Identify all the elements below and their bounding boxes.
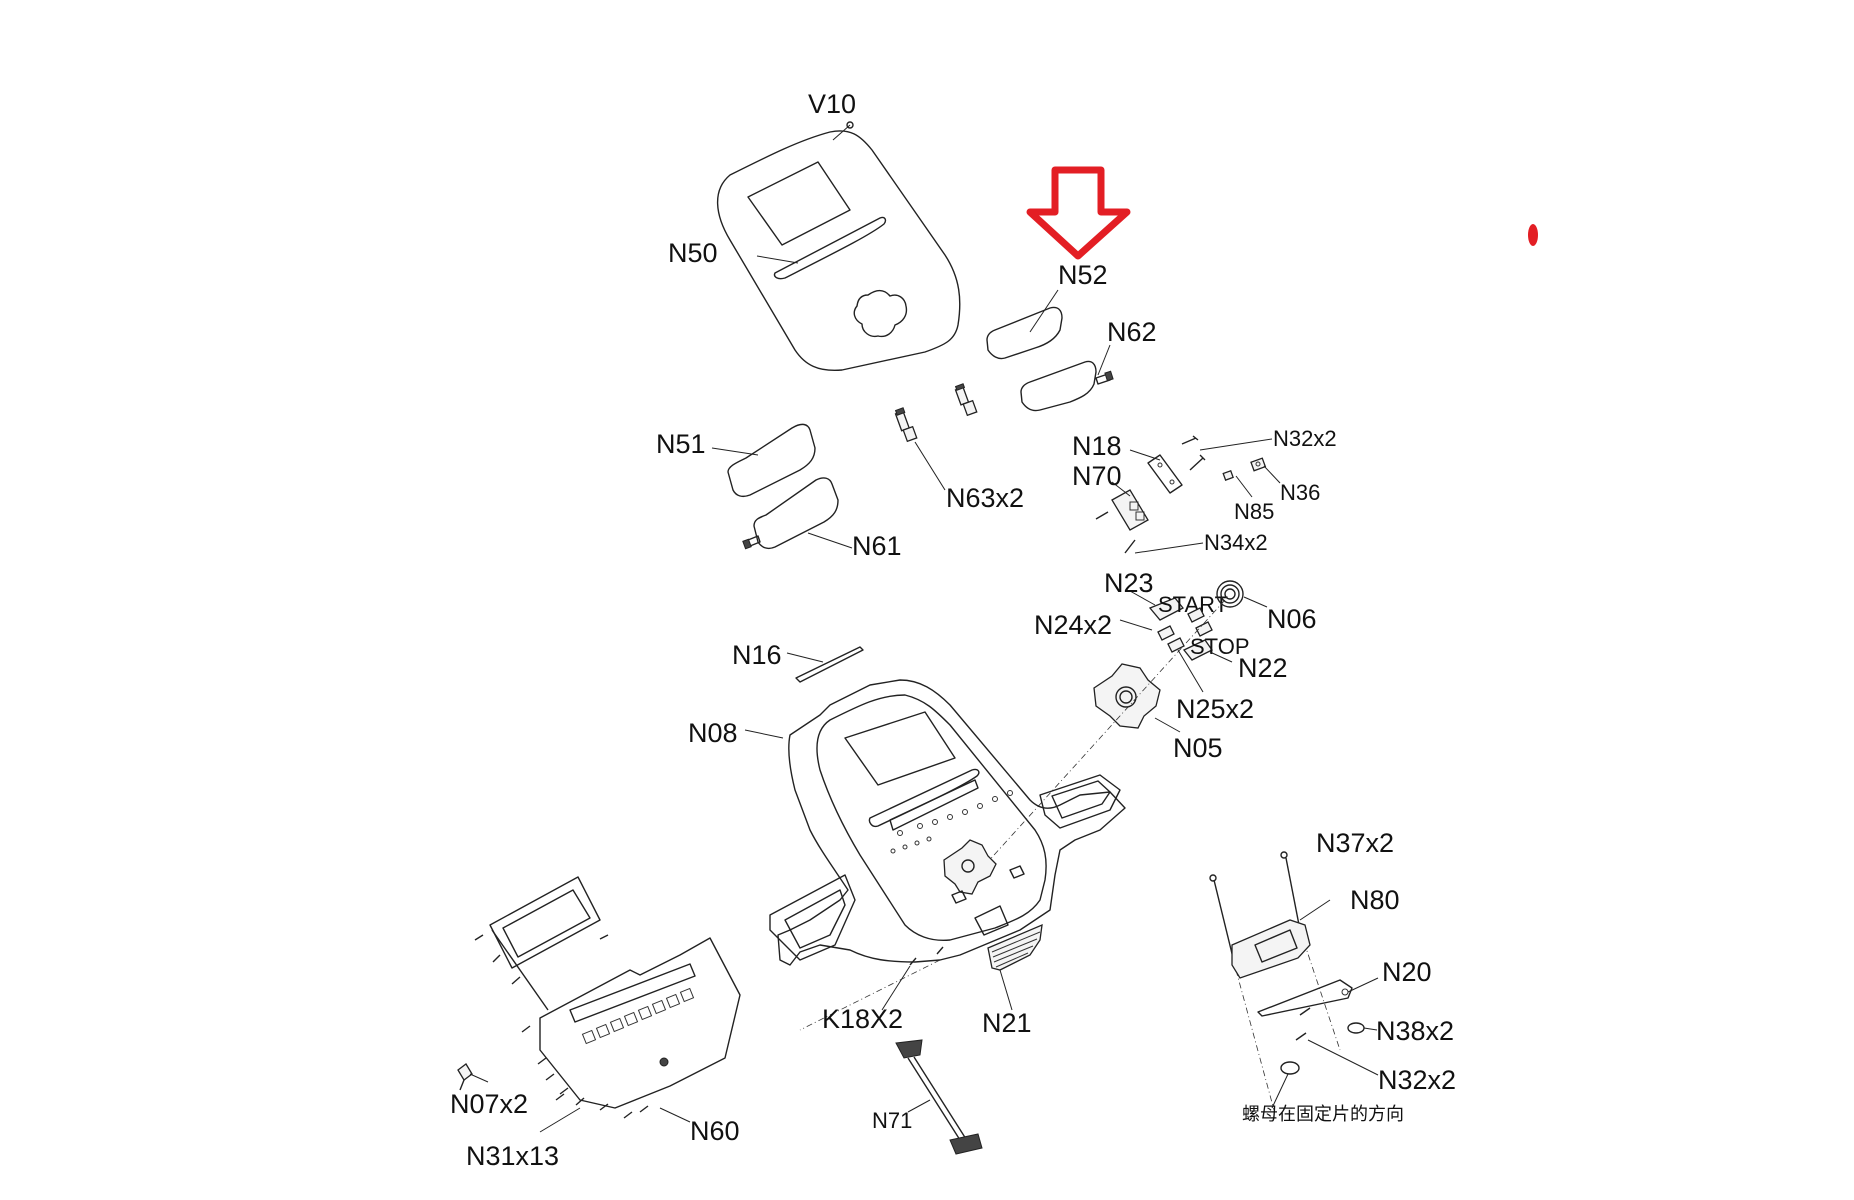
axis-housing (799, 959, 941, 1031)
label-n23: N23 (1104, 568, 1154, 598)
label-n71: N71 (872, 1108, 912, 1133)
label-n52: N52 (1058, 260, 1108, 290)
red-mark (1528, 224, 1538, 246)
part-k18-screws (909, 946, 944, 966)
label-n36: N36 (1280, 480, 1320, 505)
label-k18: K18X2 (822, 1004, 903, 1034)
label-n16: N16 (732, 640, 782, 670)
part-n51-overlay (727, 423, 816, 498)
part-n21-vent-grille (987, 923, 1043, 971)
label-n85: N85 (1234, 499, 1274, 524)
part-n31-screws (474, 934, 649, 1119)
part-n62-membrane (1020, 360, 1114, 412)
label-v10: V10 (808, 89, 856, 119)
part-n08-console-housing (769, 679, 1126, 966)
part-n63-connector-b (894, 407, 946, 491)
label-n51: N51 (656, 429, 706, 459)
label-n08: N08 (688, 718, 738, 748)
part-n32-screws-top (1181, 435, 1206, 471)
axis-keypad (984, 599, 1226, 866)
axis-bolt-right (1299, 929, 1341, 1051)
console-indicator-dots (890, 790, 1013, 854)
label-n63: N63x2 (946, 483, 1024, 513)
part-n20-plate (1257, 979, 1353, 1017)
label-n34: N34x2 (1204, 530, 1268, 555)
label-n38: N38x2 (1376, 1016, 1454, 1046)
part-n50-overlay (716, 130, 961, 372)
part-n85-clip (1222, 469, 1234, 481)
part-n36-nut (1250, 457, 1267, 472)
part-n05-dpad-bezel (1093, 663, 1161, 729)
label-n20: N20 (1382, 957, 1432, 987)
label-n21: N21 (982, 1008, 1032, 1038)
label-n24: N24x2 (1034, 610, 1112, 640)
part-n32-screws-bottom (1295, 1007, 1311, 1041)
label-n70: N70 (1072, 461, 1122, 491)
leader-lines (469, 255, 1379, 1133)
part-n70-board (1111, 489, 1149, 531)
label-n32-bottom: N32x2 (1378, 1065, 1456, 1095)
part-n16-trim (795, 646, 864, 683)
label-n06: N06 (1267, 604, 1317, 634)
part-nut-washer (1280, 1061, 1300, 1075)
part-n07-standoff (457, 1063, 473, 1091)
assembly-note: 螺母在固定片的方向 (1242, 1104, 1404, 1125)
label-n60: N60 (690, 1116, 740, 1146)
label-n31: N31x13 (466, 1141, 559, 1171)
board-button-row (581, 987, 695, 1045)
highlight-arrow (1026, 166, 1131, 260)
label-n07: N07x2 (450, 1089, 528, 1119)
part-n52-overlay (986, 306, 1063, 360)
part-n25-down-keys (1167, 621, 1213, 653)
axis-bolt-left (1235, 969, 1275, 1111)
part-n18-bracket (1147, 454, 1183, 494)
stop-key-label: STOP (1190, 634, 1250, 659)
label-n05: N05 (1173, 733, 1223, 763)
label-n62: N62 (1107, 317, 1157, 347)
label-n22: N22 (1238, 653, 1288, 683)
part-n60-control-board (539, 937, 741, 1109)
part-n38-washer (1347, 1022, 1365, 1034)
part-n06-knob (1216, 580, 1244, 608)
part-n24-up-keys (1157, 607, 1205, 641)
label-n61: N61 (852, 531, 902, 561)
part-n71-ribbon-cable (895, 1039, 983, 1155)
label-n37: N37x2 (1316, 828, 1394, 858)
part-v10-screw (832, 121, 854, 141)
part-n63-connector-a (954, 383, 978, 417)
label-n80: N80 (1350, 885, 1400, 915)
part-display-module (489, 876, 601, 1011)
part-n22-stop-key: STOP (1182, 634, 1250, 661)
label-n50: N50 (668, 238, 718, 268)
label-n32-top: N32x2 (1273, 426, 1337, 451)
part-n80-clamp (1231, 919, 1311, 979)
label-n25: N25x2 (1176, 694, 1254, 724)
part-n34-screws (1095, 511, 1136, 554)
part-n61-membrane (742, 477, 839, 550)
label-n18: N18 (1072, 431, 1122, 461)
